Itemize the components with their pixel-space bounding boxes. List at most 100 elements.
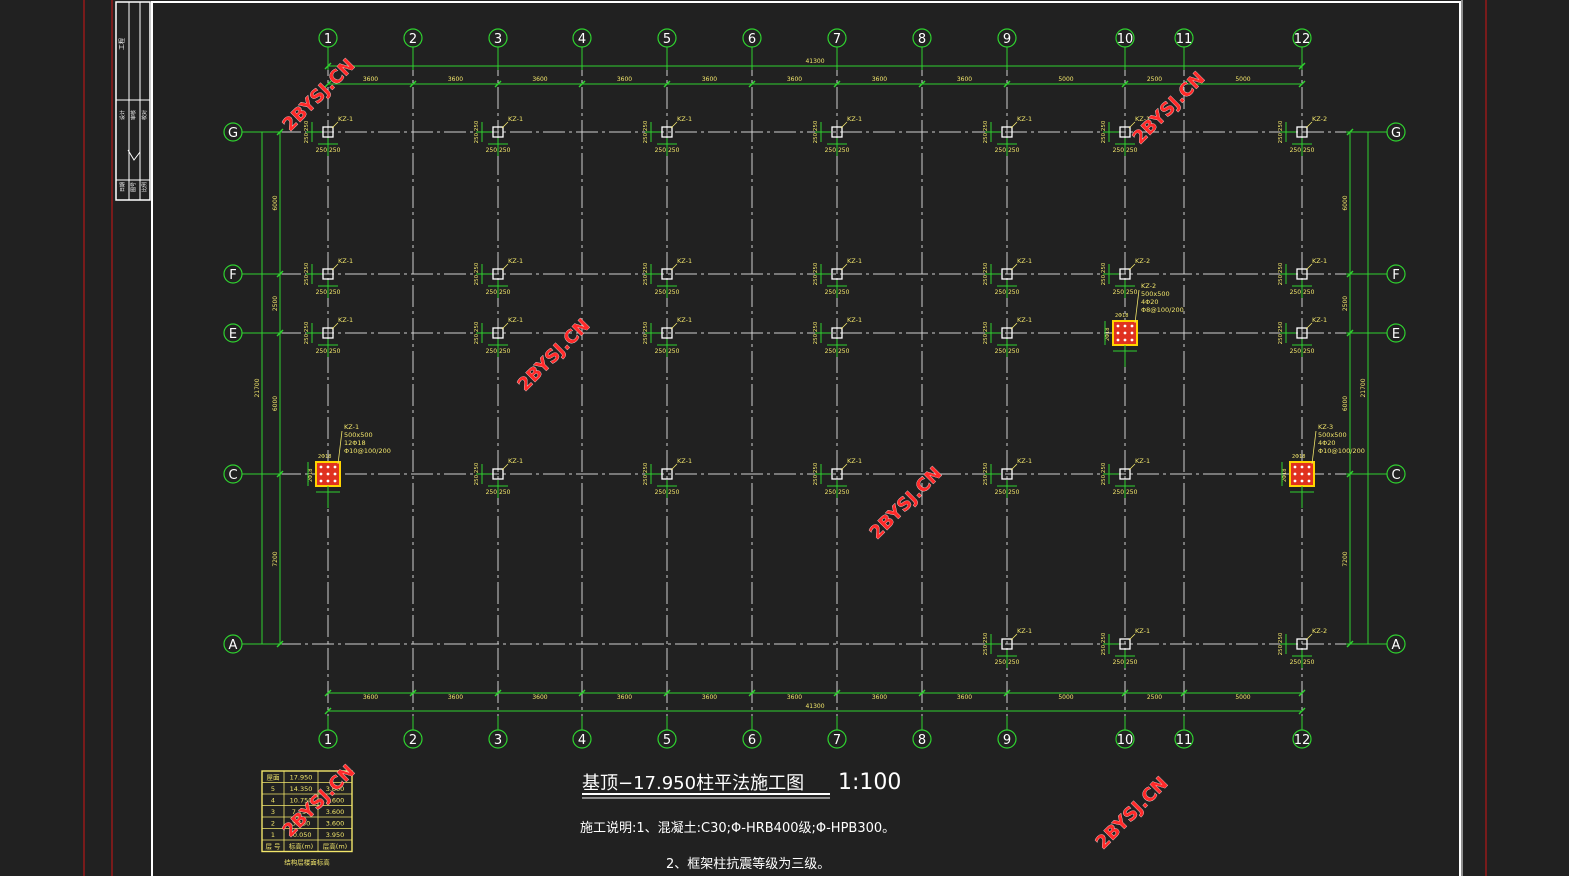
- drawing-title: 基顶−17.950柱平法施工图: [582, 773, 804, 794]
- floor-table-cell: 14.350: [290, 785, 313, 793]
- axis-number: 1: [324, 32, 332, 47]
- axis-number: 3: [494, 733, 502, 748]
- rebar-dot: [1130, 331, 1134, 335]
- column-offset-text: 250 250: [825, 289, 850, 296]
- dimension-tick: [494, 80, 502, 88]
- detail-leader: [1311, 430, 1317, 465]
- axis-number: 9: [1003, 733, 1011, 748]
- column-leader: [670, 463, 678, 471]
- column-label: KZ-1: [338, 257, 353, 265]
- column-offset-text: 250 250: [1278, 262, 1284, 285]
- rebar-dot: [1300, 465, 1304, 469]
- rebar-dot: [326, 465, 330, 469]
- dimension-text: 3600: [787, 76, 802, 83]
- axis-letter: C: [228, 468, 237, 483]
- axis-number: 8: [918, 733, 926, 748]
- column-leader: [1010, 463, 1018, 471]
- dimension-tick: [324, 707, 332, 715]
- dimension-tick: [833, 689, 841, 697]
- drawing-frame: [151, 1, 1461, 876]
- column-offset-text: 250 250: [813, 262, 819, 285]
- rebar-dot: [319, 472, 323, 476]
- dimension-tick: [409, 80, 417, 88]
- axis-letter: A: [1392, 638, 1401, 653]
- title-block-cell: 校对: [141, 110, 148, 120]
- column-offset-text: 250 250: [825, 348, 850, 355]
- column-offset-text: 250 250: [1290, 147, 1315, 154]
- rebar-dot: [1307, 465, 1311, 469]
- column-label: KZ-1: [1135, 115, 1150, 123]
- column-leader: [670, 322, 678, 330]
- dimension-tick: [276, 270, 284, 278]
- column-offset-text: 250 250: [983, 120, 989, 143]
- floor-table-cell: 标高(m): [289, 842, 313, 851]
- dimension-text: 6000: [272, 195, 279, 210]
- floor-table-cell: 3.550: [292, 820, 311, 828]
- column-offset-text: 250 250: [474, 262, 480, 285]
- column-offset-text: 250 250: [813, 462, 819, 485]
- floor-table-cell: 3: [271, 808, 275, 816]
- dimension-tick: [324, 62, 332, 70]
- dimension-tick: [324, 689, 332, 697]
- dimension-text: 2500: [1147, 76, 1162, 83]
- floor-table-cell: 1: [271, 831, 275, 839]
- column-leader: [840, 463, 848, 471]
- column-offset-text: 250 250: [983, 632, 989, 655]
- axis-letter: F: [1392, 268, 1399, 283]
- column-leader: [1128, 263, 1136, 271]
- detail-label: 4Φ20: [1318, 439, 1336, 447]
- axis-number: 7: [833, 733, 841, 748]
- detail-label: 12Φ18: [344, 439, 366, 447]
- column-label: KZ-1: [338, 316, 353, 324]
- dimension-tick: [578, 80, 586, 88]
- dimension-text: 3600: [957, 694, 972, 701]
- dimension-tick: [578, 689, 586, 697]
- dimension-tick: [1298, 62, 1306, 70]
- rebar-dot: [1300, 472, 1304, 476]
- title-block-border: [115, 1, 151, 201]
- column-leader: [1010, 322, 1018, 330]
- floor-table-border: [261, 770, 353, 853]
- axis-letter: E: [1392, 327, 1400, 342]
- column-offset-text: 250 250: [983, 462, 989, 485]
- dimension-tick: [663, 80, 671, 88]
- axis-number: 11: [1176, 32, 1193, 47]
- column-mark: [1119, 126, 1131, 138]
- rebar-dot: [1116, 338, 1120, 342]
- column-mark: [1119, 638, 1131, 650]
- dimension-text: 3600: [872, 694, 887, 701]
- title-block-cell: 图号: [131, 182, 137, 192]
- dimension-text: 3600: [702, 694, 717, 701]
- dimension-tick: [748, 689, 756, 697]
- column-label: KZ-2: [1135, 257, 1150, 265]
- column-label: KZ-1: [508, 316, 523, 324]
- column-mark: [831, 126, 843, 138]
- column-label: KZ-1: [508, 257, 523, 265]
- dimension-text: 3600: [702, 76, 717, 83]
- column-offset-text: 250 250: [1290, 289, 1315, 296]
- column-mark: [831, 327, 843, 339]
- axis-number: 4: [578, 733, 586, 748]
- dimension-text: 6000: [1342, 195, 1349, 210]
- column-mark: [831, 468, 843, 480]
- column-offset-text: 250 250: [655, 348, 680, 355]
- column-leader: [1305, 263, 1313, 271]
- column-offset-text: 250 250: [486, 489, 511, 496]
- rebar-dot: [1130, 324, 1134, 328]
- column-leader: [1010, 633, 1018, 641]
- axis-number: 6: [748, 733, 756, 748]
- column-mark: [831, 268, 843, 280]
- dimension-text: 3600: [532, 694, 547, 701]
- axis-number: 4: [578, 32, 586, 47]
- column-mark: [661, 126, 673, 138]
- dimension-tick: [1003, 80, 1011, 88]
- column-leader: [1128, 121, 1136, 129]
- rebar-dot: [1116, 331, 1120, 335]
- column-label: KZ-1: [847, 257, 862, 265]
- column-label: KZ-1: [1135, 627, 1150, 635]
- column-mark: [1296, 126, 1308, 138]
- column-label: KZ-1: [1312, 316, 1327, 324]
- dimension-text: 3600: [872, 76, 887, 83]
- column-leader: [331, 322, 339, 330]
- axis-letter: C: [1391, 468, 1400, 483]
